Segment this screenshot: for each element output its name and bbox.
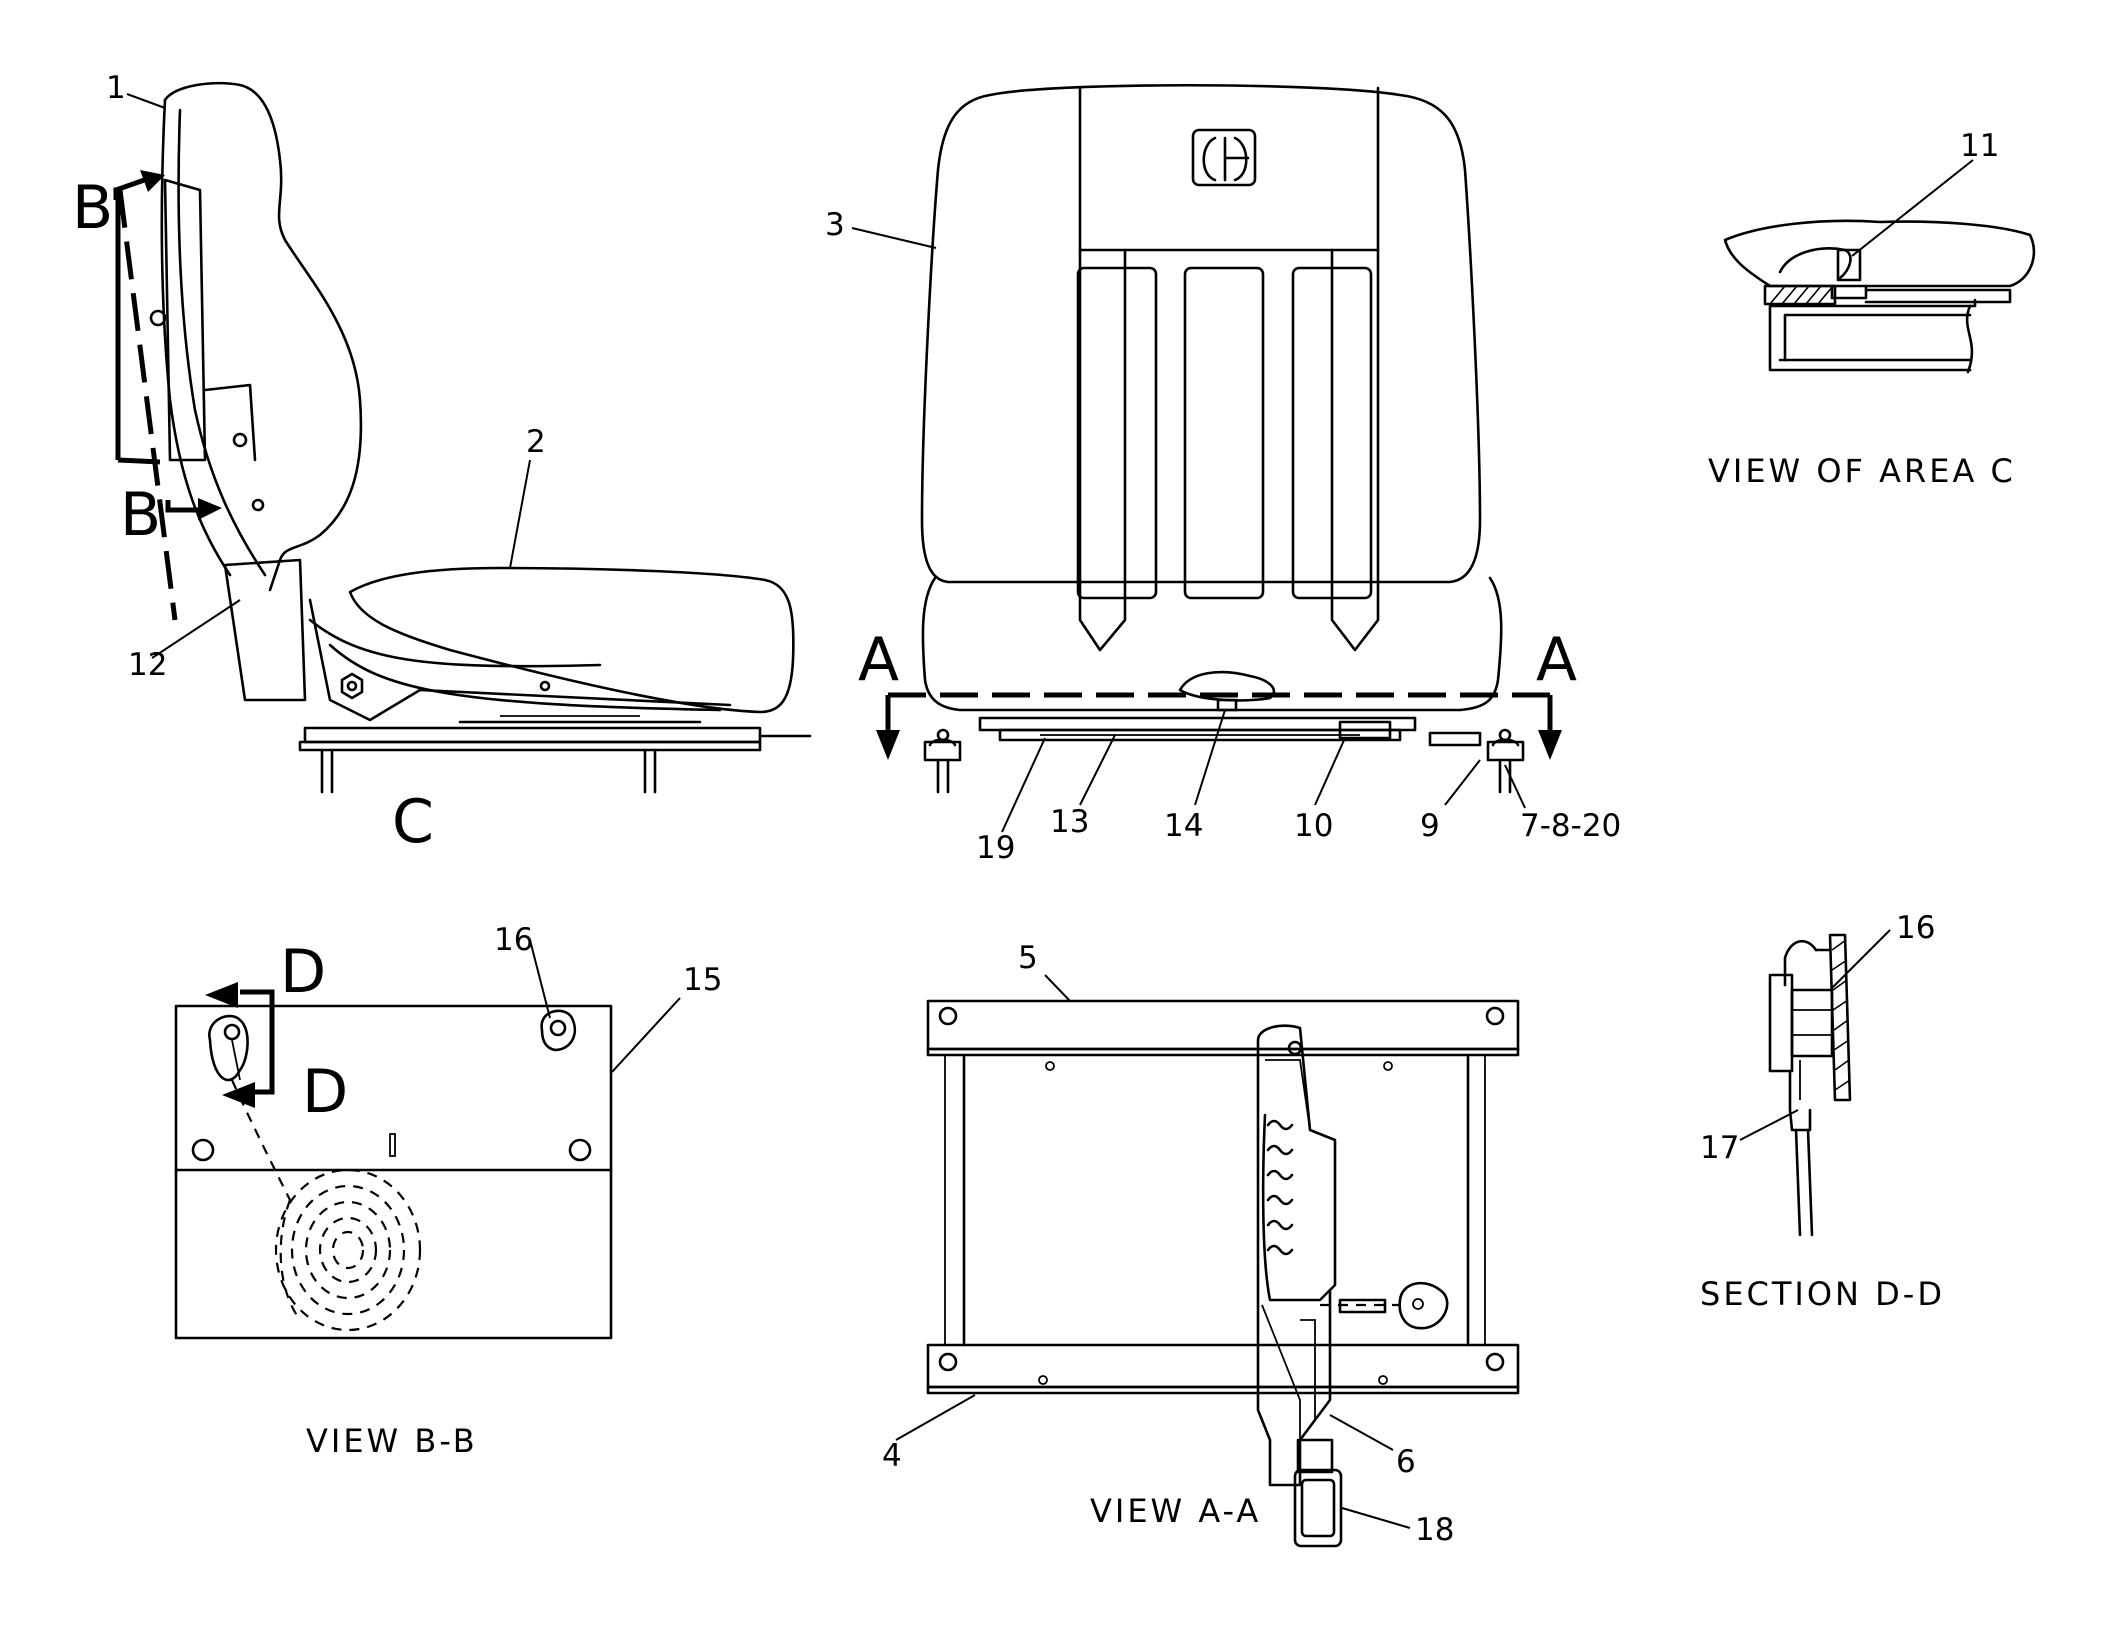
view-a-a — [926, 999, 1520, 1548]
view-mark-c: C — [392, 787, 434, 857]
section-mark-b-top: B — [72, 173, 113, 243]
callout-11: 11 — [1960, 128, 1999, 164]
callout-4: 4 — [882, 1438, 902, 1474]
seat-side-view — [113, 81, 812, 794]
callout-7-8-20: 7-8-20 — [1520, 808, 1621, 844]
callout-6: 6 — [1396, 1444, 1416, 1480]
callout-16-section-dd: 16 — [1896, 910, 1935, 946]
callout-5: 5 — [1018, 940, 1038, 976]
view-b-b — [174, 982, 613, 1340]
callout-2: 2 — [526, 424, 546, 460]
section-mark-a-left: A — [858, 625, 899, 695]
callout-16-view-bb: 16 — [494, 922, 533, 958]
section-d-d — [1768, 933, 1852, 1237]
section-mark-d-bottom: D — [302, 1057, 348, 1127]
callout-12: 12 — [128, 647, 167, 683]
section-mark-a-right: A — [1536, 625, 1577, 695]
callout-19: 19 — [976, 830, 1015, 866]
callout-14: 14 — [1164, 808, 1203, 844]
caption-section-d-d: SECTION D-D — [1700, 1275, 1945, 1313]
caption-view-area-c: VIEW OF AREA C — [1708, 452, 2016, 490]
callout-9: 9 — [1420, 808, 1440, 844]
seat-front-view — [876, 83, 1562, 794]
callout-13: 13 — [1050, 804, 1089, 840]
callout-18: 18 — [1415, 1512, 1454, 1548]
callout-15: 15 — [683, 962, 722, 998]
callout-3: 3 — [825, 207, 845, 243]
callout-10: 10 — [1294, 808, 1333, 844]
callout-1: 1 — [106, 70, 126, 106]
caption-view-a-a: VIEW A-A — [1090, 1492, 1261, 1530]
section-mark-d-top: D — [280, 937, 326, 1007]
callout-17: 17 — [1700, 1130, 1739, 1166]
caption-view-b-b: VIEW B-B — [306, 1422, 478, 1460]
section-mark-b-bottom: B — [120, 480, 161, 550]
view-area-c — [1723, 219, 2036, 374]
